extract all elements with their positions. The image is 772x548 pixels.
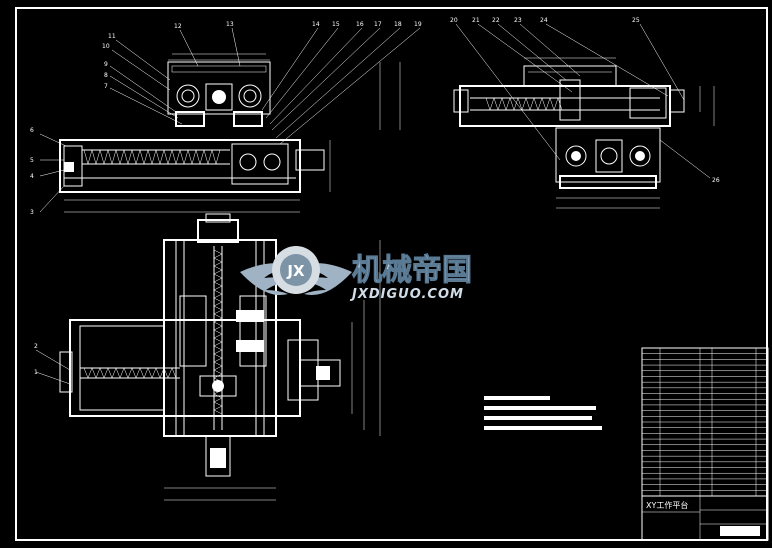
part-labels-plan: 2 1 [34, 343, 38, 376]
part-label-17: 17 [374, 21, 382, 28]
part-label-6: 6 [30, 127, 34, 134]
watermark-brand-cn: 机械帝国 [352, 253, 472, 288]
part-label-5: 5 [30, 157, 34, 164]
part-label-11: 11 [108, 33, 116, 40]
drawing-frame [15, 7, 768, 541]
part-label-21: 21 [472, 17, 480, 24]
part-label-4: 4 [30, 173, 34, 180]
part-label-25: 25 [632, 17, 640, 24]
part-label-13: 13 [226, 21, 234, 28]
part-label-3: 3 [30, 209, 34, 216]
part-label-14: 14 [312, 21, 320, 28]
drawing-title: XY工作平台 [646, 500, 688, 510]
part-label-22: 22 [492, 17, 500, 24]
part-label-18: 18 [394, 21, 402, 28]
part-label-26: 26 [712, 177, 720, 184]
gear-wings-logo-icon: JX [240, 246, 352, 296]
watermark: JX 机械帝国 JXDIGUO.COM [240, 246, 473, 302]
bill-of-materials [641, 347, 769, 497]
side-view-left [39, 27, 421, 213]
part-label-23: 23 [514, 17, 522, 24]
logo-letters: JX [286, 262, 305, 280]
part-label-7: 7 [104, 83, 108, 90]
title-block: XY工作平台 [641, 495, 769, 541]
part-label-2: 2 [34, 343, 38, 350]
side-view-right [453, 23, 715, 209]
part-label-10: 10 [102, 43, 110, 50]
part-labels-left: 11 10 9 8 7 12 13 14 15 16 17 18 19 6 5 … [30, 21, 422, 216]
part-label-24: 24 [540, 17, 548, 24]
part-label-8: 8 [104, 72, 108, 79]
part-labels-right: 20 21 22 23 24 25 26 [450, 17, 720, 184]
part-label-16: 16 [356, 21, 364, 28]
part-label-20: 20 [450, 17, 458, 24]
watermark-url: JXDIGUO.COM [349, 287, 464, 302]
part-label-15: 15 [332, 21, 340, 28]
part-label-19: 19 [414, 21, 422, 28]
plan-view [35, 213, 381, 501]
part-label-1: 1 [34, 369, 38, 376]
part-label-12: 12 [174, 23, 182, 30]
technical-notes [484, 396, 602, 430]
part-label-9: 9 [104, 61, 108, 68]
